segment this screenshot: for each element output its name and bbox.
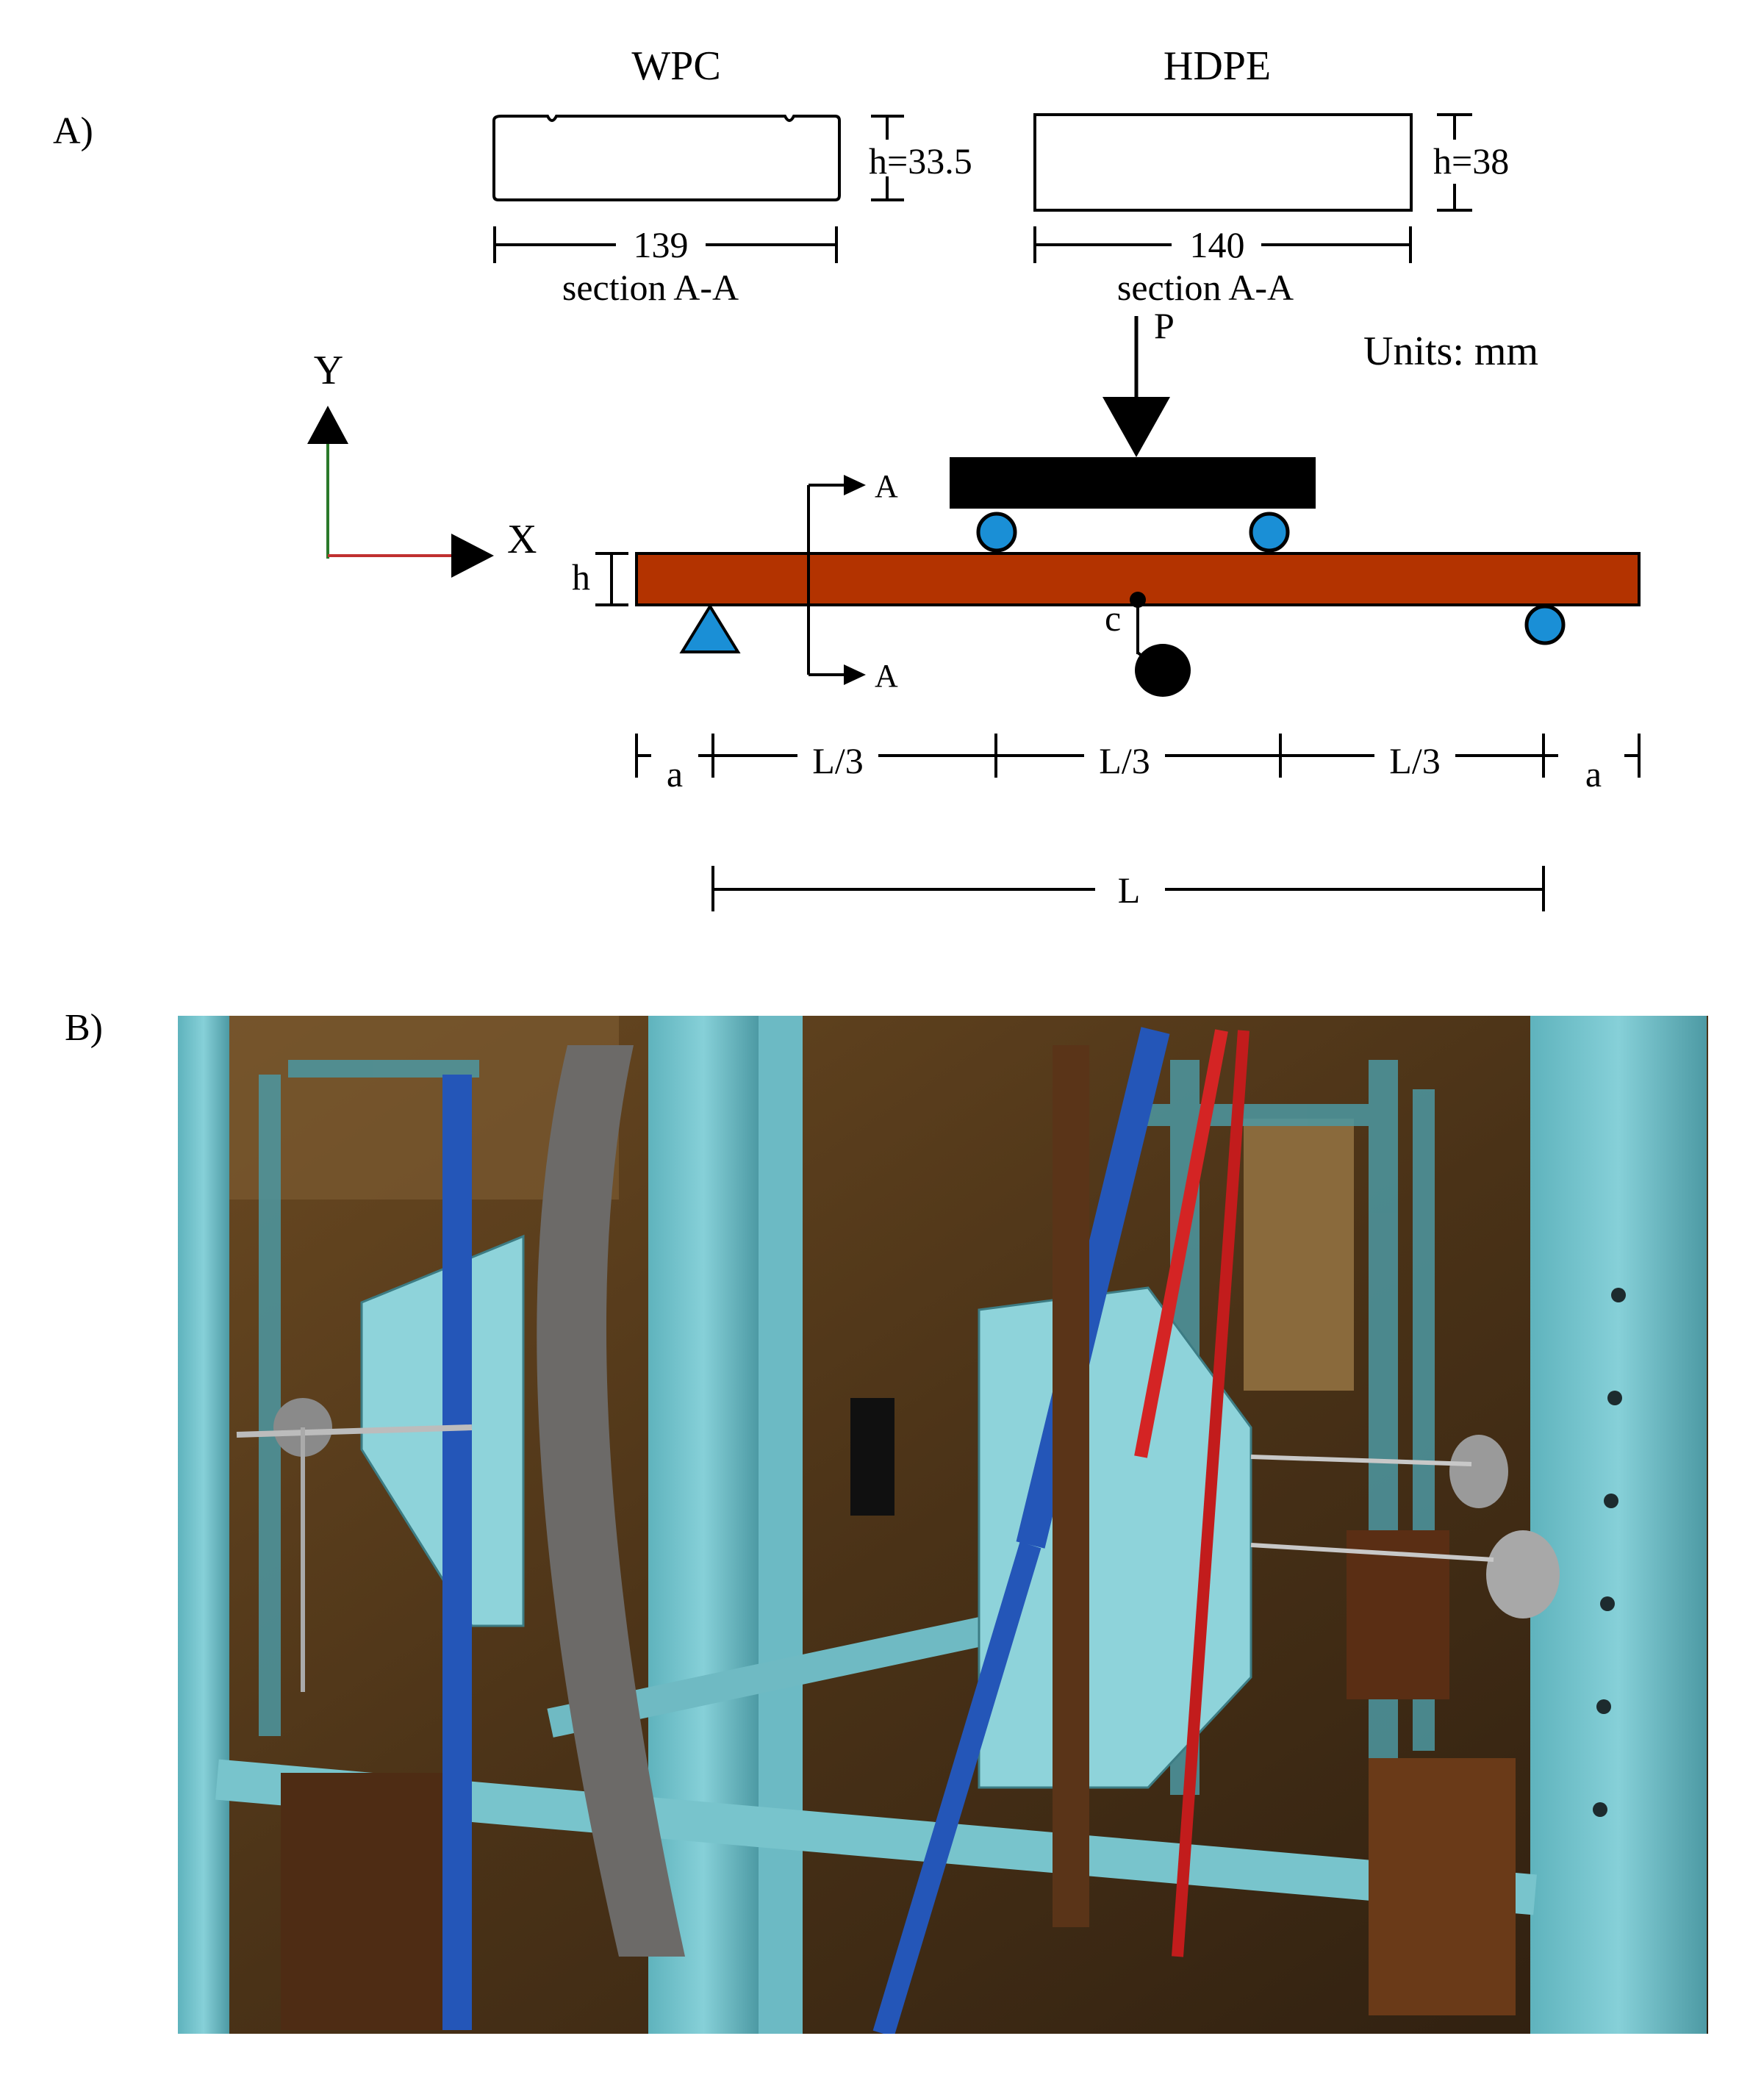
loading-beam [950, 457, 1316, 509]
section-cut-label-bottom: A [875, 658, 898, 694]
hdpe-title: HDPE [1164, 43, 1271, 89]
y-axis-arrow-icon [307, 406, 348, 444]
wpc-section-label: section A-A [562, 267, 739, 308]
span-label-a-right: a [1585, 753, 1602, 795]
hdpe-cross-section: HDPE h=38 140 section A-A [1033, 43, 1509, 308]
span-label-a-left: a [667, 753, 683, 795]
panel-a-label: A) [53, 110, 93, 152]
pin-support [679, 603, 741, 653]
x-axis-arrow-icon [451, 534, 494, 578]
loading-roller-right [1249, 512, 1290, 553]
hdpe-profile [1033, 113, 1413, 212]
midspan-gauge: c [1105, 592, 1191, 697]
total-span-label: L [1118, 870, 1141, 911]
load-arrow-icon [1102, 397, 1170, 457]
wpc-title: WPC [631, 43, 720, 89]
panel-b-label: B) [65, 1007, 103, 1049]
section-cut-label-top: A [875, 468, 898, 504]
thickness-label: h [572, 556, 590, 598]
coordinate-axes: Y X [307, 348, 537, 578]
span-label-l3-1: L/3 [812, 740, 863, 781]
section-cut-a-a: A A [807, 468, 898, 694]
span-dimensions: a L/3 L/3 L/3 a L [635, 734, 1641, 911]
hdpe-section-label: section A-A [1117, 267, 1294, 308]
point-c-label: c [1105, 598, 1121, 639]
y-axis-label: Y [314, 348, 343, 393]
wpc-profile [492, 115, 841, 201]
units-label: Units: mm [1363, 329, 1538, 374]
x-axis-label: X [507, 517, 537, 562]
load-label: P [1154, 305, 1175, 346]
span-label-l3-2: L/3 [1099, 740, 1150, 781]
span-label-l3-3: L/3 [1389, 740, 1440, 781]
hdpe-width-label: 140 [1190, 224, 1245, 265]
wpc-height-label: h=33.5 [869, 140, 972, 182]
hdpe-height-label: h=38 [1433, 140, 1509, 182]
wpc-width-label: 139 [634, 224, 689, 265]
test-rig-photo [178, 1016, 1708, 2034]
load-application: P [950, 305, 1316, 553]
roller-support [1524, 604, 1566, 645]
beam-thickness-dim: h [572, 552, 628, 606]
loading-roller-left [976, 512, 1017, 553]
section-arrow-bottom-icon [844, 664, 866, 685]
section-arrow-top-icon [844, 475, 866, 495]
wpc-cross-section: WPC h=33.5 139 section A-A [492, 43, 972, 308]
gauge-weight [1135, 644, 1191, 697]
